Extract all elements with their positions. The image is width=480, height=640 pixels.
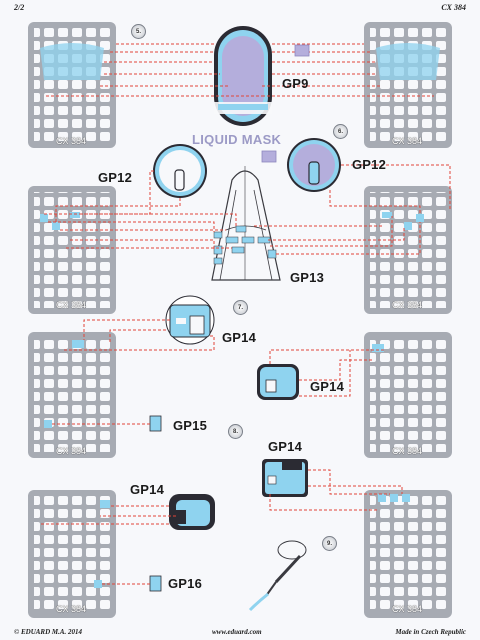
fret-2-right — [364, 186, 452, 314]
part-label-gp16: GP16 — [168, 576, 203, 591]
part-label-gp14-c: GP14 — [268, 439, 303, 454]
fret-code-label: CX 384 — [392, 300, 423, 310]
fret-code-label: CX 384 — [56, 300, 87, 310]
origin-text: Made in Czech Republic — [395, 628, 466, 636]
fret-4-right — [364, 490, 452, 618]
step-number: 5. — [131, 24, 146, 39]
step-number: 9. — [322, 536, 337, 551]
liquid-mask-swatch — [294, 44, 310, 57]
page-number: 2/2 — [14, 3, 25, 12]
fret-2-left — [28, 186, 116, 314]
gp14-a-mask — [165, 295, 215, 345]
fret-4-left — [28, 490, 116, 618]
gp14-c-mask — [262, 459, 308, 497]
step-number: 7. — [233, 300, 248, 315]
gp12-right-mask — [287, 138, 341, 192]
fret-3-right — [364, 332, 452, 458]
gp16-mask — [149, 575, 162, 592]
part-label-gp14-a: GP14 — [222, 330, 257, 345]
brush-illustration — [248, 540, 307, 612]
fret-code-label: CX 384 — [392, 446, 423, 456]
fret-code-label: CX 384 — [56, 136, 87, 146]
fret-code-label: CX 384 — [392, 604, 423, 614]
gp9-canopy-mask — [214, 26, 272, 126]
liquid-mask-swatch — [261, 150, 277, 163]
fret-3-left — [28, 332, 116, 458]
copyright-text: © EDUARD M.A. 2014 — [14, 628, 83, 636]
part-label-gp12-left: GP12 — [98, 170, 133, 185]
part-label-gp14-d: GP14 — [130, 482, 165, 497]
part-label-gp15: GP15 — [173, 418, 208, 433]
gp14-d-mask — [169, 494, 215, 530]
step-number: 8. — [228, 424, 243, 439]
gp12-left-mask — [153, 144, 207, 198]
fret-1-right — [364, 22, 452, 148]
liquid-mask-label: LIQUID MASK — [192, 132, 282, 147]
step-number: 6. — [333, 124, 348, 139]
part-label-gp9: GP9 — [282, 76, 309, 91]
fret-1-left — [28, 22, 116, 148]
product-code: CX 384 — [441, 3, 466, 12]
fret-code-label: CX 384 — [56, 446, 87, 456]
gp14-b-mask — [257, 364, 299, 400]
leader-lines — [40, 43, 451, 585]
gp13-cone-mask — [211, 166, 281, 281]
fret-code-label: CX 384 — [56, 604, 87, 614]
website-text: www.eduard.com — [212, 628, 262, 636]
gp15-mask — [149, 415, 162, 432]
part-label-gp13: GP13 — [290, 270, 325, 285]
part-label-gp14-b: GP14 — [310, 379, 345, 394]
fret-code-label: CX 384 — [392, 136, 423, 146]
part-label-gp12-right: GP12 — [352, 157, 387, 172]
